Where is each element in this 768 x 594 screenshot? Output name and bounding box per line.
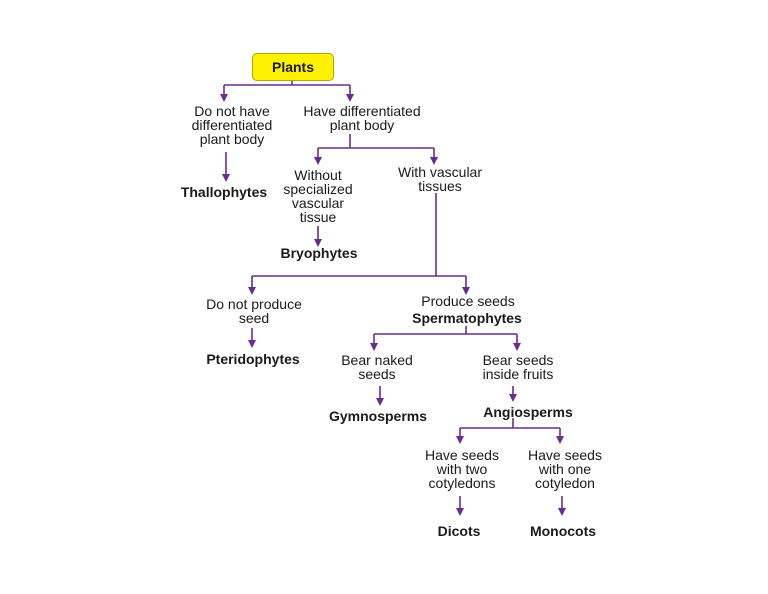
node-produce-seeds: Produce seeds [421,293,515,309]
node-with-vascular-tissues: With vascular tissues [397,164,483,194]
node-gymnosperms: Gymnosperms [328,408,428,424]
node-monocots: Monocots [529,523,597,539]
node-spermatophytes: Spermatophytes [412,310,522,326]
node-bryophytes: Bryophytes [280,245,358,261]
node-two-cotyledons: Have seeds with two cotyledons [425,447,499,491]
node-differentiated-body: Have differentiated plant body [303,103,421,133]
node-without-vascular-tissue: Without specialized vascular tissue [283,167,353,225]
node-pteridophytes: Pteridophytes [206,351,300,367]
node-thallophytes: Thallophytes [180,184,268,200]
node-naked-seeds: Bear naked seeds [341,352,413,382]
node-no-seed: Do not produce seed [206,296,302,326]
node-seeds-inside-fruits: Bear seeds inside fruits [482,352,554,382]
node-dicots: Dicots [437,523,481,539]
node-no-differentiated-body: Do not have differentiated plant body [191,103,273,147]
root-node-plants: Plants [252,53,334,81]
node-one-cotyledon: Have seeds with one cotyledon [528,447,602,491]
node-angiosperms: Angiosperms [483,404,573,420]
